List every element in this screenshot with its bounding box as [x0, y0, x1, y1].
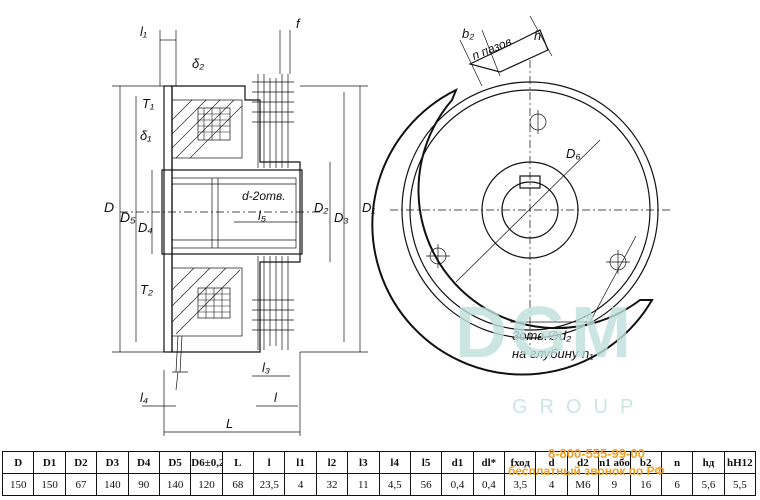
label-D3: D₃: [334, 210, 349, 225]
group-watermark: GROUP: [512, 396, 646, 418]
value-cell: M6: [566, 473, 600, 496]
section-view: l₁ f δ₂ T₁ δ₁ D D₅ D₄ d-2отв. l₅ D₂ D₃ D…: [104, 16, 376, 436]
header-cell: hд: [692, 451, 725, 474]
label-D: D: [104, 199, 114, 215]
value-cell: 0,4: [441, 473, 474, 496]
value-cell: 140: [96, 473, 129, 496]
label-D5: D₅: [120, 209, 136, 225]
value-cell: 6: [660, 473, 694, 496]
lower-hatching: [171, 267, 241, 335]
label-delta1: δ₁: [140, 128, 151, 143]
value-cell: 56: [409, 473, 443, 496]
value-cell: 0,4: [472, 473, 506, 496]
label-h: h: [534, 28, 541, 43]
header-cell: hH12: [723, 451, 757, 474]
value-cell: 90: [127, 473, 160, 496]
header-cell: dl*: [472, 451, 506, 474]
value-cell: 150: [33, 473, 66, 496]
value-cell: 5,5: [723, 473, 757, 496]
label-D4: D₄: [138, 220, 153, 235]
label-l: l: [274, 390, 278, 405]
header-cell: l1: [284, 451, 317, 474]
value-cell: 32: [315, 473, 349, 496]
value-cell: 68: [221, 473, 255, 496]
value-cell: 140: [158, 473, 192, 496]
header-cell: l3: [347, 451, 380, 474]
value-cell: 9: [598, 473, 631, 496]
phone-watermark: 8-800-555-99-00: [548, 446, 645, 461]
label-b2: b₂: [462, 26, 474, 41]
value-cell: 120: [190, 473, 223, 496]
value-cell: 23,5: [252, 473, 286, 496]
label-D6: D₆: [566, 146, 581, 161]
label-L: L: [226, 416, 233, 431]
value-cell: 4,5: [378, 473, 411, 496]
value-cell: 5,6: [692, 473, 725, 496]
value-cell: 4: [535, 473, 568, 496]
label-f: f: [296, 16, 301, 31]
label-T1: T₁: [142, 96, 154, 111]
friction-discs-lower: [252, 256, 294, 350]
label-T2: T₂: [140, 282, 153, 297]
header-cell: D5: [158, 451, 192, 474]
header-cell: d1: [441, 451, 474, 474]
label-l3: l₃: [262, 360, 270, 375]
header-cell: D3: [96, 451, 129, 474]
label-l5: l₅: [258, 208, 267, 223]
header-cell: D6±0,2: [190, 451, 223, 474]
header-cell: D4: [127, 451, 160, 474]
header-cell: l4: [378, 451, 411, 474]
value-cell: 150: [1, 473, 35, 496]
brand-watermark: DGM: [455, 293, 635, 373]
clutch-drawing: l₁ f δ₂ T₁ δ₁ D D₅ D₄ d-2отв. l₅ D₂ D₃ D…: [104, 15, 670, 436]
header-cell: D2: [64, 451, 98, 474]
label-D2: D₂: [314, 200, 328, 215]
header-cell: L: [221, 451, 255, 474]
value-cell: 67: [64, 473, 98, 496]
label-n-slots: n пазов: [470, 34, 514, 62]
disc-outline: [371, 87, 654, 376]
header-cell: D1: [33, 451, 66, 474]
label-holes-line1: 3отв.∅d₂: [512, 328, 571, 343]
value-cell: 11: [347, 473, 380, 496]
label-holes-line2: на глубину n₁: [512, 346, 593, 361]
label-l1: l₁: [140, 24, 147, 39]
header-cell: l2: [315, 451, 349, 474]
header-cell: n: [660, 451, 694, 474]
header-cell: n1 абол.: [598, 451, 631, 474]
header-cell: l5: [409, 451, 443, 474]
label-l4: l₄: [140, 390, 148, 405]
header-cell: D: [1, 451, 35, 474]
value-cell: 4: [284, 473, 317, 496]
header-cell: l: [252, 451, 286, 474]
free-call-watermark: бесплатный звонок по РФ: [508, 464, 665, 478]
friction-discs-upper: [252, 74, 294, 168]
upper-hatching: [171, 99, 243, 159]
label-delta2: δ₂: [192, 56, 204, 71]
label-d-2holes: d-2отв.: [242, 189, 286, 203]
